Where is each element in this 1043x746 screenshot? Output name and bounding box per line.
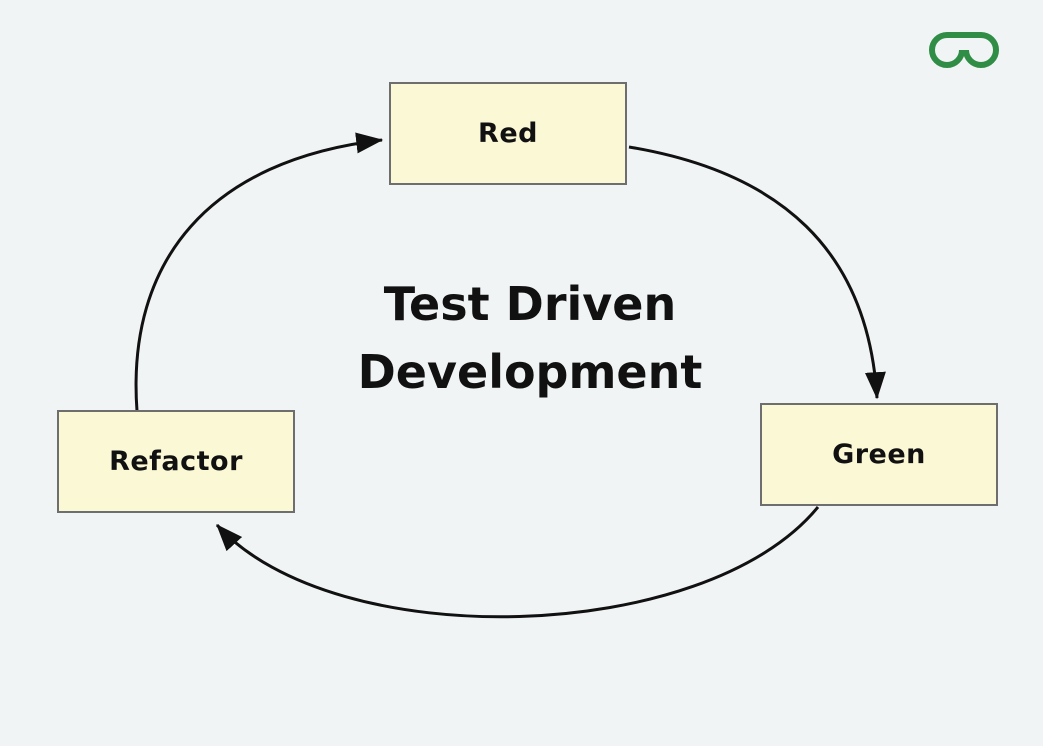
edge-green-to-refactor-arrow bbox=[215, 506, 820, 619]
logo-left-g bbox=[928, 32, 966, 68]
node-red: Red bbox=[389, 82, 627, 185]
edge-refactor-to-red-arrow bbox=[134, 132, 384, 412]
diagram-title-line1: Test Driven bbox=[383, 277, 677, 331]
node-refactor: Refactor bbox=[57, 410, 295, 513]
logo-right-g bbox=[962, 32, 1000, 68]
node-refactor-label: Refactor bbox=[109, 446, 243, 477]
geeksforgeeks-logo-icon bbox=[928, 32, 1000, 68]
node-red-label: Red bbox=[478, 118, 538, 149]
diagram-title: Test Driven Development bbox=[280, 270, 780, 406]
diagram-title-line2: Development bbox=[357, 345, 703, 399]
edge-red-to-green-arrow bbox=[628, 145, 886, 400]
node-green: Green bbox=[760, 403, 998, 506]
node-green-label: Green bbox=[832, 439, 926, 470]
